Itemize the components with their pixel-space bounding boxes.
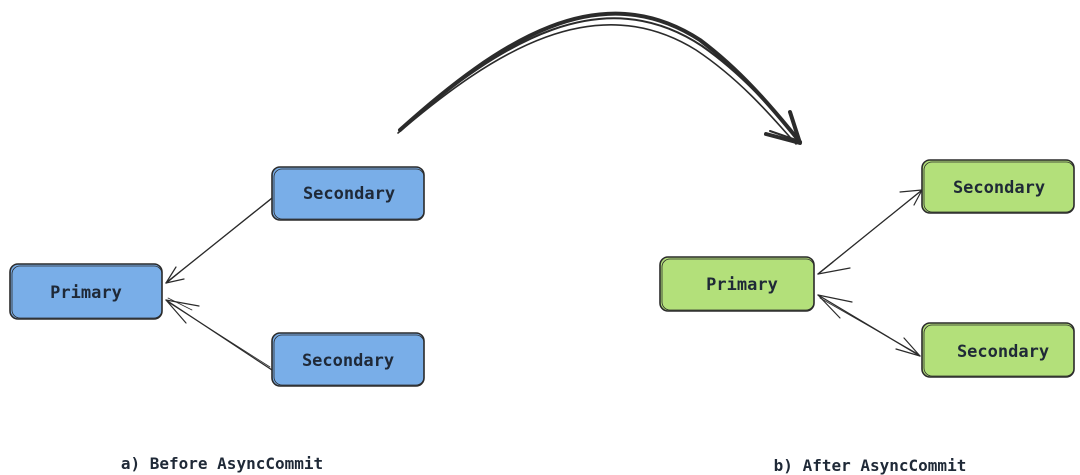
after-secondary-top-label: Secondary xyxy=(953,178,1045,198)
before-secondary-top-label: Secondary xyxy=(303,184,395,204)
after-caption: b) After AsyncCommit xyxy=(774,456,967,475)
after-secondary-bottom-node: Secondary xyxy=(921,322,1075,378)
after-primary-node: Primary xyxy=(659,256,815,312)
edge-primary-secondary-top xyxy=(817,189,923,275)
before-primary-node: Primary xyxy=(9,263,163,320)
before-diagram: Primary Secondary Secondary a) Before As… xyxy=(9,166,425,473)
before-secondary-top-node: Secondary xyxy=(271,166,425,221)
edge-secondary-bottom-to-primary xyxy=(165,297,273,371)
before-secondary-bottom-label: Secondary xyxy=(302,351,394,371)
before-caption: a) Before AsyncCommit xyxy=(121,454,323,473)
before-primary-label: Primary xyxy=(50,283,122,303)
before-secondary-bottom-node: Secondary xyxy=(271,332,425,387)
edge-secondary-top-to-primary xyxy=(165,197,273,284)
after-secondary-top-node: Secondary xyxy=(921,159,1075,214)
transition-arrow xyxy=(397,11,802,145)
after-secondary-bottom-label: Secondary xyxy=(957,342,1049,362)
after-primary-label: Primary xyxy=(706,275,778,295)
after-diagram: Primary Secondary Secondary b) After Asy… xyxy=(659,159,1075,475)
edge-primary-secondary-bottom xyxy=(817,294,921,357)
